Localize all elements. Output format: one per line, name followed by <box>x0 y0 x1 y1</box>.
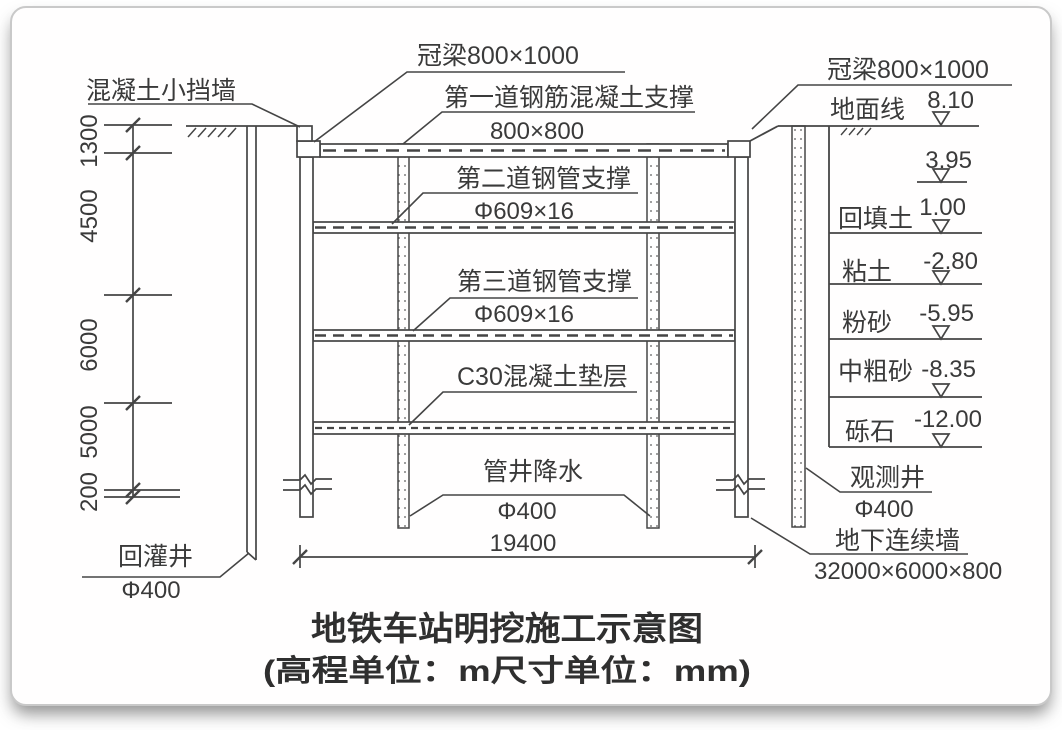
elevation-coarse-sand: -8.35 <box>921 356 976 383</box>
pit-width-dimension <box>292 545 763 568</box>
label-strut2-name: 第二道钢管支撑 <box>456 165 631 193</box>
diagram-subtitle: (高程单位：m尺寸单位：mm) <box>263 654 751 688</box>
label-dewatering-well-size: Φ400 <box>497 498 556 525</box>
label-observation-well-name: 观测井 <box>850 464 925 492</box>
elevation-silt-sand: -5.95 <box>919 300 974 327</box>
crown-beam-right-block <box>727 140 751 158</box>
small-retaining-wall-block <box>296 125 313 142</box>
leader-dewatering-well <box>409 494 651 517</box>
label-strut2-size: Φ609×16 <box>474 198 574 225</box>
elevation-markers <box>931 111 951 449</box>
label-soil-gravel: 砾石 <box>845 418 895 446</box>
ground-hatch-left <box>187 127 237 138</box>
label-strut3-size: Φ609×16 <box>474 301 574 328</box>
leader-crown-beam-right <box>751 84 1012 130</box>
label-soil-clay: 粘土 <box>842 258 892 286</box>
wall-break-symbols <box>283 473 765 496</box>
label-crown-beam-left: 冠梁800×1000 <box>417 42 579 70</box>
elevation-clay: -2.80 <box>923 248 978 275</box>
label-strut3-name: 第三道钢管支撑 <box>457 268 632 296</box>
dim-5000: 5000 <box>76 405 103 458</box>
label-soil-coarse-sand: 中粗砂 <box>838 358 913 386</box>
label-soil-fill: 回填土 <box>838 205 913 233</box>
label-diaphragm-wall-name: 地下连续墙 <box>835 527 960 555</box>
dim-6000: 6000 <box>76 318 103 371</box>
dim-200: 200 <box>76 472 103 512</box>
leader-strut3 <box>412 297 638 332</box>
label-crown-beam-right: 冠梁800×1000 <box>827 56 989 84</box>
observation-well-column <box>791 125 806 528</box>
leader-lines <box>82 71 1012 578</box>
leader-strut2 <box>391 192 638 225</box>
label-ground-line: 地面线 <box>830 96 905 124</box>
label-recharge-well-name: 回灌井 <box>118 543 193 571</box>
label-strut1-name: 第一道钢筋混凝土支撑 <box>444 84 694 112</box>
elevation-water: 3.95 <box>925 147 972 174</box>
soil-layer-column <box>828 126 982 448</box>
dim-4500: 4500 <box>76 189 103 242</box>
leader-observation-well <box>805 467 932 493</box>
label-soil-silt-sand: 粉砂 <box>842 309 892 337</box>
crown-beam-left-block <box>296 140 321 158</box>
elevation-ground: 8.10 <box>927 87 974 114</box>
label-strut1-size: 800×800 <box>490 118 584 145</box>
ground-hatch-right <box>840 127 872 136</box>
left-dimension-line <box>104 117 180 505</box>
leader-recharge-well <box>82 552 250 578</box>
elevation-gravel: -12.00 <box>914 406 982 433</box>
diagram-card <box>10 6 1052 706</box>
leader-small-retaining-wall <box>88 103 301 128</box>
leader-crown-beam-left <box>313 71 625 143</box>
label-recharge-well-size: Φ400 <box>121 577 180 604</box>
dim-1300: 1300 <box>76 114 103 167</box>
label-observation-well-size: Φ400 <box>854 496 913 523</box>
label-small-retaining-wall: 混凝土小挡墙 <box>86 77 236 105</box>
ground-lines <box>186 125 979 142</box>
leader-diaphragm-wall <box>750 517 968 555</box>
leader-strut1 <box>402 111 695 145</box>
elevation-fill: 1.00 <box>919 194 966 221</box>
label-diaphragm-wall-size: 32000×6000×800 <box>814 558 1002 585</box>
label-dewatering-well-name: 管井降水 <box>483 458 583 486</box>
diaphragm-walls <box>296 125 751 518</box>
label-cushion: C30混凝土垫层 <box>457 363 628 391</box>
leader-cushion <box>408 391 637 426</box>
dimension-pit-width: 19400 <box>490 530 557 557</box>
recharge-well-pipe <box>246 126 257 561</box>
diagram-title: 地铁车站明挖施工示意图 <box>311 610 703 647</box>
